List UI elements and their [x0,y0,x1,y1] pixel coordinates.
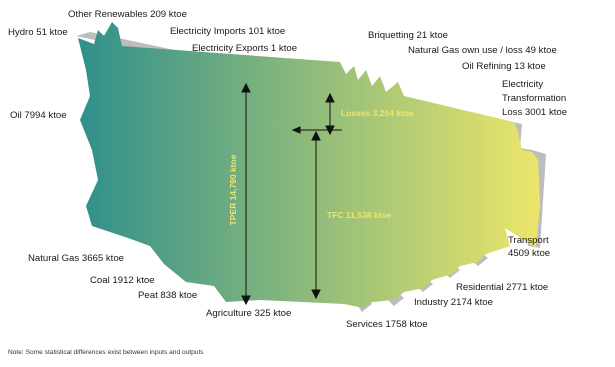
transport-label-2: 4509 ktoe [508,248,550,259]
electricity-transformation-label-1: Electricity [502,79,543,90]
footnote: Note: Some statistical differences exist… [8,349,204,356]
industry-label: Industry 2174 ktoe [414,297,493,308]
other-renewables-label: Other Renewables 209 ktoe [68,9,187,20]
oil-refining-label: Oil Refining 13 ktoe [462,61,546,72]
electricity-exports-label: Electricity Exports 1 ktoe [192,43,297,54]
natural-gas-label: Natural Gas 3665 ktoe [28,253,124,264]
transport-label-1: Transport [508,235,549,246]
coal-label: Coal 1912 ktoe [90,275,155,286]
electricity-transformation-label-2: Transformation [502,93,566,104]
agriculture-label: Agriculture 325 ktoe [206,308,291,319]
hydro-label: Hydro 51 ktoe [8,27,68,38]
electricity-imports-label: Electricity Imports 101 ktoe [170,26,285,37]
peat-label: Peat 838 ktoe [138,290,197,301]
tfc-measure [311,130,321,300]
oil-label: Oil 7994 ktoe [10,110,67,121]
tfc-label: TFC 11,538 ktoe [327,210,392,220]
tper-measure [241,82,251,306]
tper-label: TPER 14,790 ktoe [228,154,238,225]
residential-label: Residential 2771 ktoe [456,282,548,293]
electricity-transformation-label-3: Loss 3001 ktoe [502,107,567,118]
losses-measure [291,92,342,136]
natural-gas-own-use-label: Natural Gas own use / loss 49 ktoe [408,45,557,56]
losses-label: Losses 3,264 ktoe [341,108,414,118]
briquetting-label: Briquetting 21 ktoe [368,30,448,41]
energy-flow-band [78,22,540,308]
services-label: Services 1758 ktoe [346,319,428,330]
